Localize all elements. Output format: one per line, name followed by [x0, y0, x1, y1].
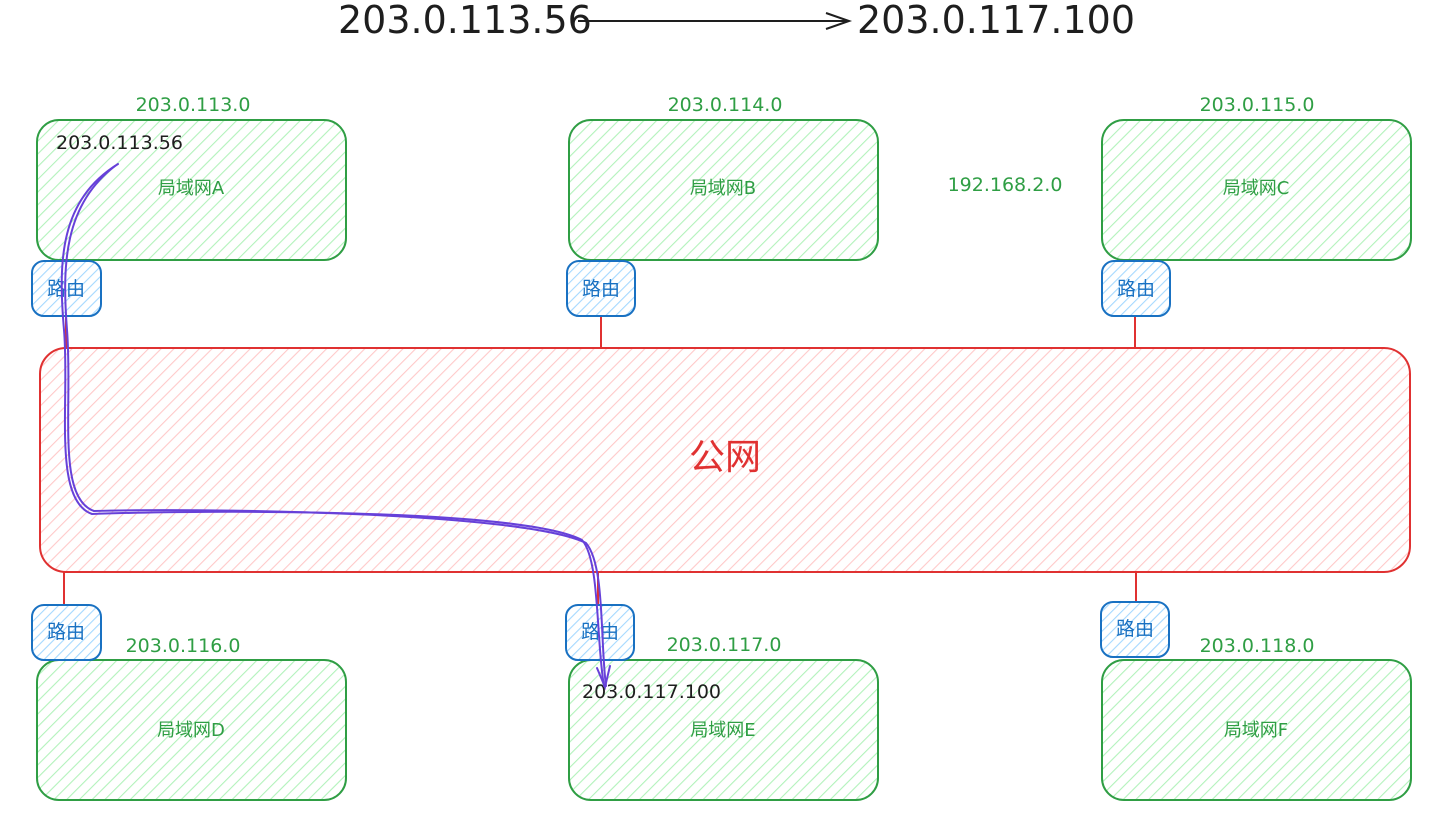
lan-a-network: 203.0.113.0: [136, 94, 251, 116]
lan-b[interactable]: 203.0.114.0 局域网B: [568, 94, 879, 261]
lan-f-network: 203.0.118.0: [1200, 635, 1315, 657]
packet-path-arrowhead-icon: [596, 665, 611, 691]
router-a[interactable]: 路由: [31, 260, 102, 317]
lan-e-name: 局域网E: [690, 720, 755, 741]
title-destination-ip: 203.0.117.100: [857, 0, 1135, 42]
lan-c-box[interactable]: [1101, 119, 1412, 261]
router-c[interactable]: 路由: [1101, 260, 1171, 317]
lan-f-name: 局域网F: [1224, 720, 1288, 741]
router-c-label: 路由: [1117, 278, 1155, 300]
packet-path-line: [60, 163, 605, 687]
router-c-box[interactable]: [1101, 260, 1171, 317]
title-arrow-head-icon: [825, 12, 853, 30]
lan-b-box[interactable]: [568, 119, 879, 261]
lan-e-box[interactable]: [568, 659, 879, 801]
lan-d-box[interactable]: [36, 659, 347, 801]
router-b-label: 路由: [582, 278, 620, 300]
router-f-label: 路由: [1116, 618, 1154, 640]
extra-network-label: 192.168.2.0: [948, 174, 1063, 196]
title: 203.0.113.56 203.0.117.100: [338, 0, 1135, 42]
lan-b-name: 局域网B: [690, 178, 756, 199]
router-b[interactable]: 路由: [566, 260, 636, 317]
lan-d-name: 局域网D: [157, 720, 225, 741]
title-source-ip: 203.0.113.56: [338, 0, 592, 42]
lan-c-name: 局域网C: [1223, 178, 1290, 199]
router-f[interactable]: 路由: [1100, 601, 1170, 658]
public-network[interactable]: 公网: [39, 347, 1411, 573]
lan-c-network: 203.0.115.0: [1200, 94, 1315, 116]
lan-f-box[interactable]: [1101, 659, 1412, 801]
lan-b-network: 203.0.114.0: [668, 94, 783, 116]
lan-e[interactable]: 203.0.117.0 局域网E 203.0.117.100: [568, 634, 879, 801]
lan-f[interactable]: 203.0.118.0 局域网F: [1101, 635, 1412, 801]
lan-e-host: 203.0.117.100: [582, 681, 721, 703]
lan-a-box[interactable]: [36, 119, 347, 261]
lan-a-name: 局域网A: [158, 178, 225, 199]
public-network-label: 公网: [689, 437, 761, 478]
packet-path-line-overstroke: [64, 165, 607, 687]
router-d-box[interactable]: [31, 604, 102, 661]
router-d[interactable]: 路由: [31, 604, 102, 661]
router-e[interactable]: 路由: [565, 604, 635, 661]
router-e-label: 路由: [581, 621, 619, 643]
router-d-label: 路由: [47, 621, 85, 643]
router-f-box[interactable]: [1100, 601, 1170, 658]
lan-c[interactable]: 203.0.115.0 局域网C: [1101, 94, 1412, 261]
packet-path: [60, 163, 611, 691]
lan-e-network: 203.0.117.0: [667, 634, 782, 656]
lan-d-network: 203.0.116.0: [126, 635, 241, 657]
lan-a[interactable]: 203.0.113.0 局域网A 203.0.113.56: [36, 94, 347, 261]
lan-d[interactable]: 203.0.116.0 局域网D: [36, 635, 347, 801]
router-b-box[interactable]: [566, 260, 636, 317]
lan-a-host: 203.0.113.56: [56, 132, 183, 154]
